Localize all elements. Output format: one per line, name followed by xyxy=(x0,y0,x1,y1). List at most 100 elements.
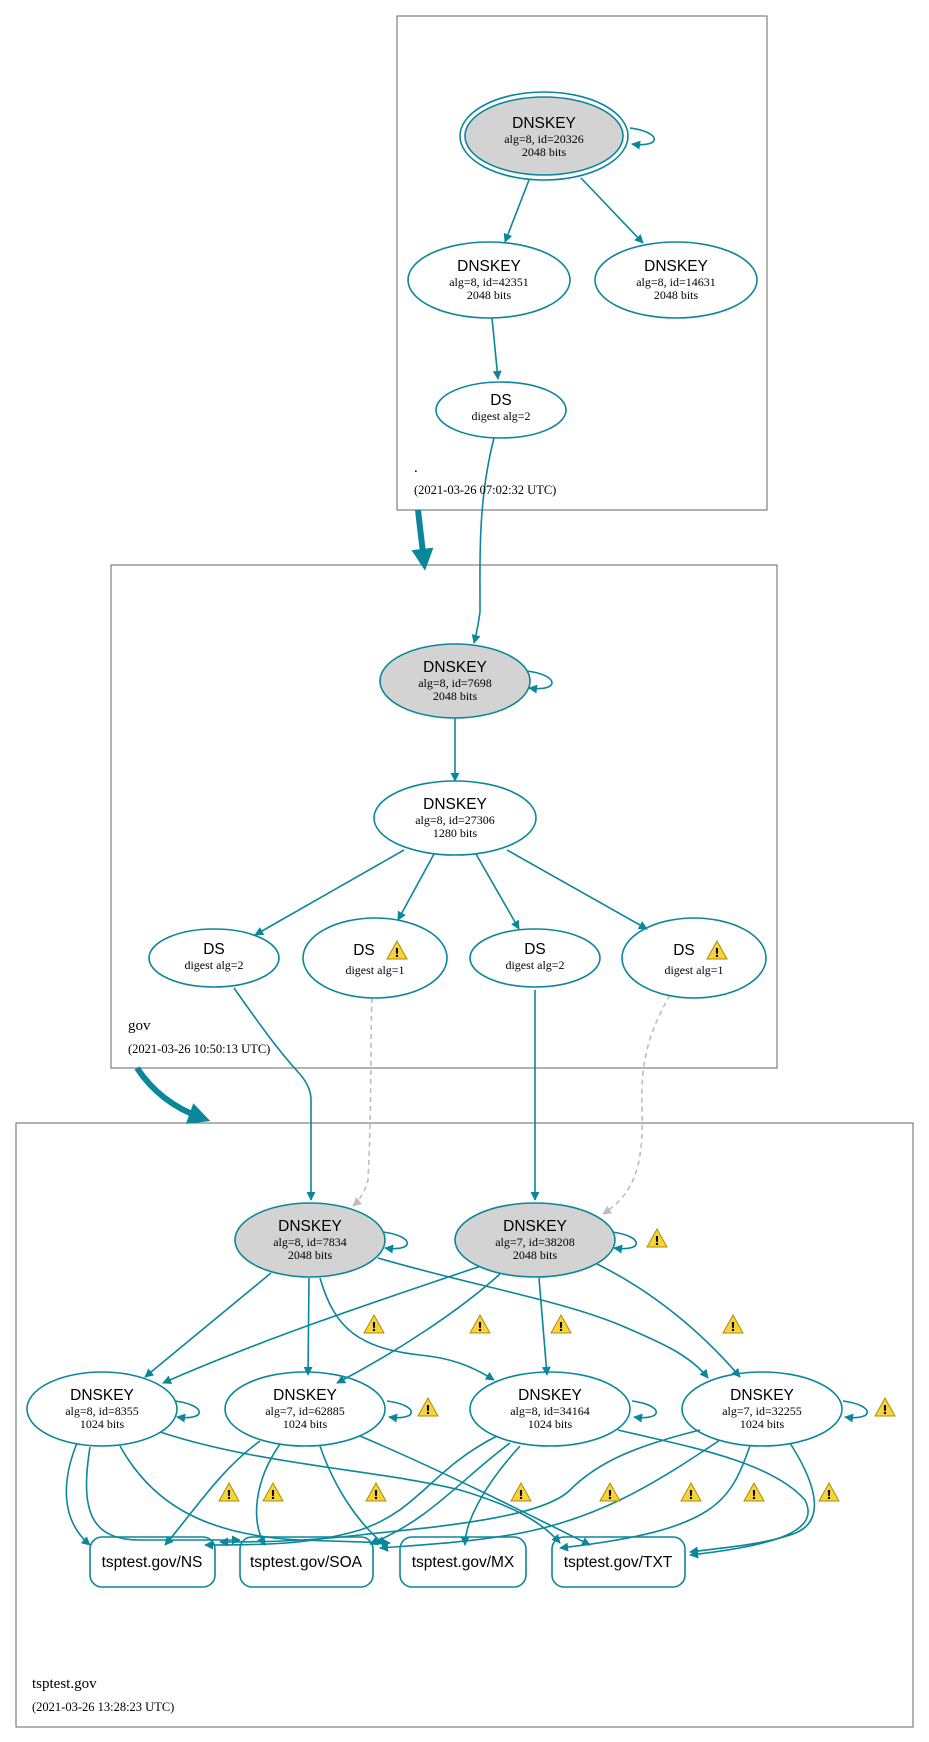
node-detail: alg=8, id=42351 xyxy=(449,275,529,289)
node-detail: digest alg=2 xyxy=(184,958,243,972)
edge-zsk1-soa xyxy=(85,1446,241,1545)
warning-icon xyxy=(706,940,728,961)
zone-box-root xyxy=(396,15,768,511)
node-detail: alg=8, id=34164 xyxy=(510,1404,590,1418)
gov-ksk-node[interactable]: DNSKEY alg=8, id=7698 2048 bits xyxy=(379,643,531,719)
root-zsk2-node[interactable]: DNSKEY alg=8, id=14631 2048 bits xyxy=(594,241,758,319)
gov-ds4-node[interactable]: DS digest alg=1 xyxy=(621,917,767,999)
gov-ds1-node[interactable]: DS digest alg=2 xyxy=(148,928,280,988)
edge-ts-ksk2-zsk3 xyxy=(538,1277,551,1376)
edge-ts-ksk2-zsk1 xyxy=(162,1264,485,1384)
edge-zsk3-mx xyxy=(460,1445,521,1546)
ts-zsk2-node[interactable]: DNSKEY alg=7, id=62885 1024 bits xyxy=(224,1371,386,1447)
node-detail: alg=8, id=20326 xyxy=(504,132,584,146)
warning-icon xyxy=(262,1482,284,1503)
edge-ts-ksk2-self xyxy=(611,1231,637,1254)
warning-icon xyxy=(722,1314,744,1335)
edge-gov-zsk-ds3 xyxy=(475,853,520,930)
edge-gov-ds1-ts-ksk1 xyxy=(233,987,316,1201)
node-title: DS xyxy=(524,941,546,958)
node-detail: alg=7, id=38208 xyxy=(495,1235,575,1249)
rrset-label: tsptest.gov/NS xyxy=(102,1554,203,1571)
node-title: DNSKEY xyxy=(644,258,708,275)
rrset-ns[interactable]: tsptest.gov/NS xyxy=(89,1536,216,1588)
rrset-txt[interactable]: tsptest.gov/TXT xyxy=(551,1536,686,1588)
rrset-soa[interactable]: tsptest.gov/SOA xyxy=(239,1536,374,1588)
edge-root-ksk-zsk1 xyxy=(503,179,530,243)
node-title: DNSKEY xyxy=(278,1218,342,1235)
edge-ts-zsk2-self xyxy=(386,1400,412,1423)
edge-ts-ksk2-zsk2 xyxy=(336,1273,501,1384)
edge-ts-ksk1-zsk2 xyxy=(303,1277,313,1376)
edge-zsk4-txt xyxy=(689,1442,816,1556)
edge-zsk1-mx xyxy=(119,1445,391,1548)
warning-icon xyxy=(417,1397,439,1418)
node-title: DNSKEY xyxy=(457,258,521,275)
node-detail: digest alg=2 xyxy=(471,409,530,423)
warning-icon xyxy=(386,940,408,961)
node-title: DNSKEY xyxy=(70,1387,134,1404)
node-title: DNSKEY xyxy=(503,1218,567,1235)
root-zsk1-node[interactable]: DNSKEY alg=8, id=42351 2048 bits xyxy=(407,241,571,319)
warning-icon xyxy=(646,1228,668,1249)
root-ds-node[interactable]: DS digest alg=2 xyxy=(435,381,567,439)
edge-gov-ds4-ts-ksk2 xyxy=(602,994,671,1215)
edge-ts-zsk4-self xyxy=(842,1400,868,1423)
node-title: DNSKEY xyxy=(423,796,487,813)
edge-ts-ksk1-zsk3 xyxy=(319,1277,495,1381)
edge-zsk3-txt xyxy=(617,1429,809,1559)
edge-zsk4-soa xyxy=(379,1439,721,1552)
edge-ts-zsk3-self xyxy=(631,1400,657,1423)
node-detail: 2048 bits xyxy=(288,1248,333,1262)
node-detail: 2048 bits xyxy=(467,288,512,302)
ts-ksk1-node[interactable]: DNSKEY alg=8, id=7834 2048 bits xyxy=(234,1202,386,1278)
rrset-label: tsptest.gov/SOA xyxy=(250,1554,363,1571)
node-detail: alg=7, id=62885 xyxy=(265,1404,345,1418)
edge-ts-ksk1-self xyxy=(382,1231,408,1254)
node-detail: alg=8, id=27306 xyxy=(415,813,495,827)
zone-time-tsptest: (2021-03-26 13:28:23 UTC) xyxy=(32,1700,174,1714)
gov-ds3-node[interactable]: DS digest alg=2 xyxy=(469,928,601,988)
node-title: DS xyxy=(353,942,375,959)
ts-ksk2-node[interactable]: DNSKEY alg=7, id=38208 2048 bits xyxy=(454,1202,616,1278)
zone-name-root: . xyxy=(414,460,418,476)
node-title: DS xyxy=(203,941,225,958)
node-detail: digest alg=1 xyxy=(345,963,404,977)
node-title: DNSKEY xyxy=(512,115,576,132)
rrset-label: tsptest.gov/TXT xyxy=(564,1554,673,1571)
node-detail: 2048 bits xyxy=(522,145,567,159)
node-detail: digest alg=1 xyxy=(664,963,723,977)
node-title: DNSKEY xyxy=(423,659,487,676)
edge-zsk2-ns xyxy=(164,1440,261,1546)
ts-zsk4-node[interactable]: DNSKEY alg=7, id=32255 1024 bits xyxy=(681,1371,843,1447)
edge-ts-ksk2-zsk4 xyxy=(596,1263,741,1378)
node-title: DS xyxy=(673,942,695,959)
ts-zsk1-node[interactable]: DNSKEY alg=8, id=8355 1024 bits xyxy=(26,1371,178,1447)
edge-zsk4-ns xyxy=(219,1429,701,1547)
zone-box-gov xyxy=(110,564,778,1069)
rrset-mx[interactable]: tsptest.gov/MX xyxy=(399,1536,527,1588)
edge-zsk3-ns xyxy=(204,1435,498,1550)
gov-zsk-node[interactable]: DNSKEY alg=8, id=27306 1280 bits xyxy=(373,780,537,856)
edge-zsk1-ns xyxy=(65,1442,91,1546)
ts-zsk3-node[interactable]: DNSKEY alg=8, id=34164 1024 bits xyxy=(469,1371,631,1447)
node-detail: 1024 bits xyxy=(283,1417,328,1431)
edge-ts-zsk1-self xyxy=(174,1400,200,1423)
zone-box-tsptest xyxy=(15,1122,914,1728)
zone-time-root: (2021-03-26 07:02:32 UTC) xyxy=(414,483,556,497)
gov-ds2-node[interactable]: DS digest alg=1 xyxy=(302,917,448,999)
warning-icon xyxy=(743,1482,765,1503)
node-detail: alg=8, id=14631 xyxy=(636,275,716,289)
edge-zsk2-txt xyxy=(359,1435,591,1546)
warning-icon xyxy=(469,1314,491,1335)
node-detail: 1024 bits xyxy=(80,1417,125,1431)
node-title: DNSKEY xyxy=(273,1387,337,1404)
node-detail: 1024 bits xyxy=(528,1417,573,1431)
edge-root-ksk-self xyxy=(629,127,655,150)
node-detail: 1024 bits xyxy=(740,1417,785,1431)
root-ksk-node[interactable]: DNSKEY alg=8, id=20326 2048 bits xyxy=(459,91,629,181)
edge-gov-zsk-ds4 xyxy=(506,849,648,930)
warning-icon xyxy=(680,1482,702,1503)
zone-name-gov: gov xyxy=(128,1018,151,1034)
warning-icon xyxy=(365,1482,387,1503)
